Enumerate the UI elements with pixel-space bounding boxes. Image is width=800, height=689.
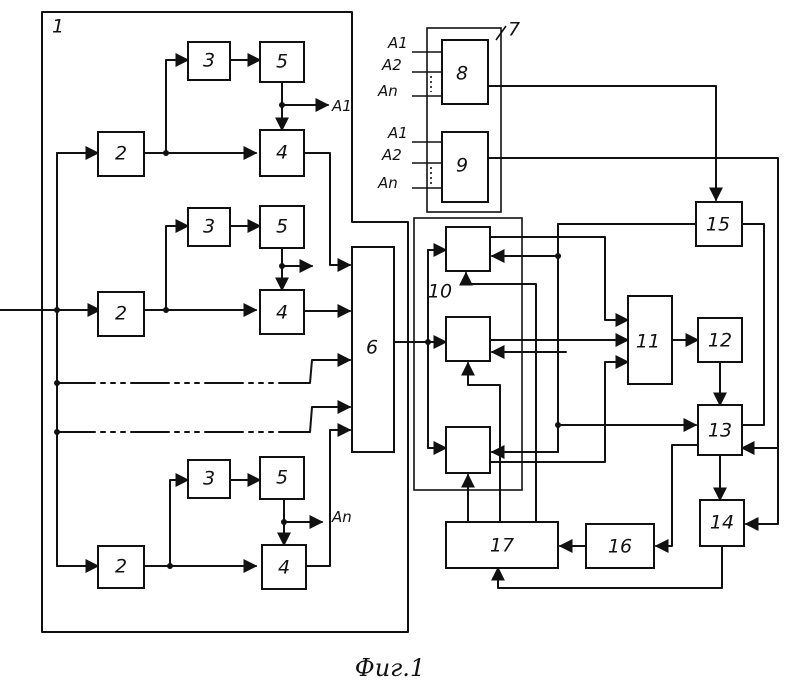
block-1-label: 1 (52, 16, 64, 38)
svg-text:17: 17 (490, 535, 514, 557)
svg-text:3: 3 (203, 216, 215, 238)
signal-an-out: An (331, 508, 352, 526)
svg-text:12: 12 (708, 330, 732, 352)
svg-text:13: 13 (708, 420, 732, 442)
block-10-cell-mid (446, 317, 490, 361)
svg-text:A2: A2 (381, 56, 402, 74)
svg-text:3: 3 (203, 50, 215, 72)
svg-text:A1: A1 (387, 34, 408, 52)
block-10-cell-bot (446, 427, 490, 473)
signal-a1-out: A1 (331, 97, 352, 115)
svg-text:6: 6 (366, 337, 378, 359)
svg-text:4: 4 (276, 142, 288, 164)
svg-text:5: 5 (276, 467, 288, 489)
svg-text:8: 8 (456, 63, 468, 85)
svg-text:2: 2 (115, 556, 127, 578)
svg-text:5: 5 (276, 216, 288, 238)
svg-text:2: 2 (115, 303, 127, 325)
svg-text:2: 2 (115, 143, 127, 165)
svg-text:14: 14 (710, 512, 734, 534)
block-10-label: 10 (428, 281, 452, 303)
svg-text:3: 3 (203, 468, 215, 490)
figure-caption: Фиг.1 (355, 654, 425, 682)
svg-text:4: 4 (278, 557, 290, 579)
svg-text:An: An (377, 82, 398, 100)
svg-text:11: 11 (636, 331, 660, 353)
svg-text:4: 4 (276, 302, 288, 324)
svg-text:16: 16 (608, 536, 632, 558)
svg-text:15: 15 (706, 214, 730, 236)
svg-text:9: 9 (456, 155, 468, 177)
svg-text:A2: A2 (381, 146, 402, 164)
svg-text:5: 5 (276, 51, 288, 73)
block-7-label: 7 (508, 19, 520, 41)
block-10-cell-top (446, 227, 490, 271)
svg-text:A1: A1 (387, 124, 408, 142)
svg-text:An: An (377, 174, 398, 192)
